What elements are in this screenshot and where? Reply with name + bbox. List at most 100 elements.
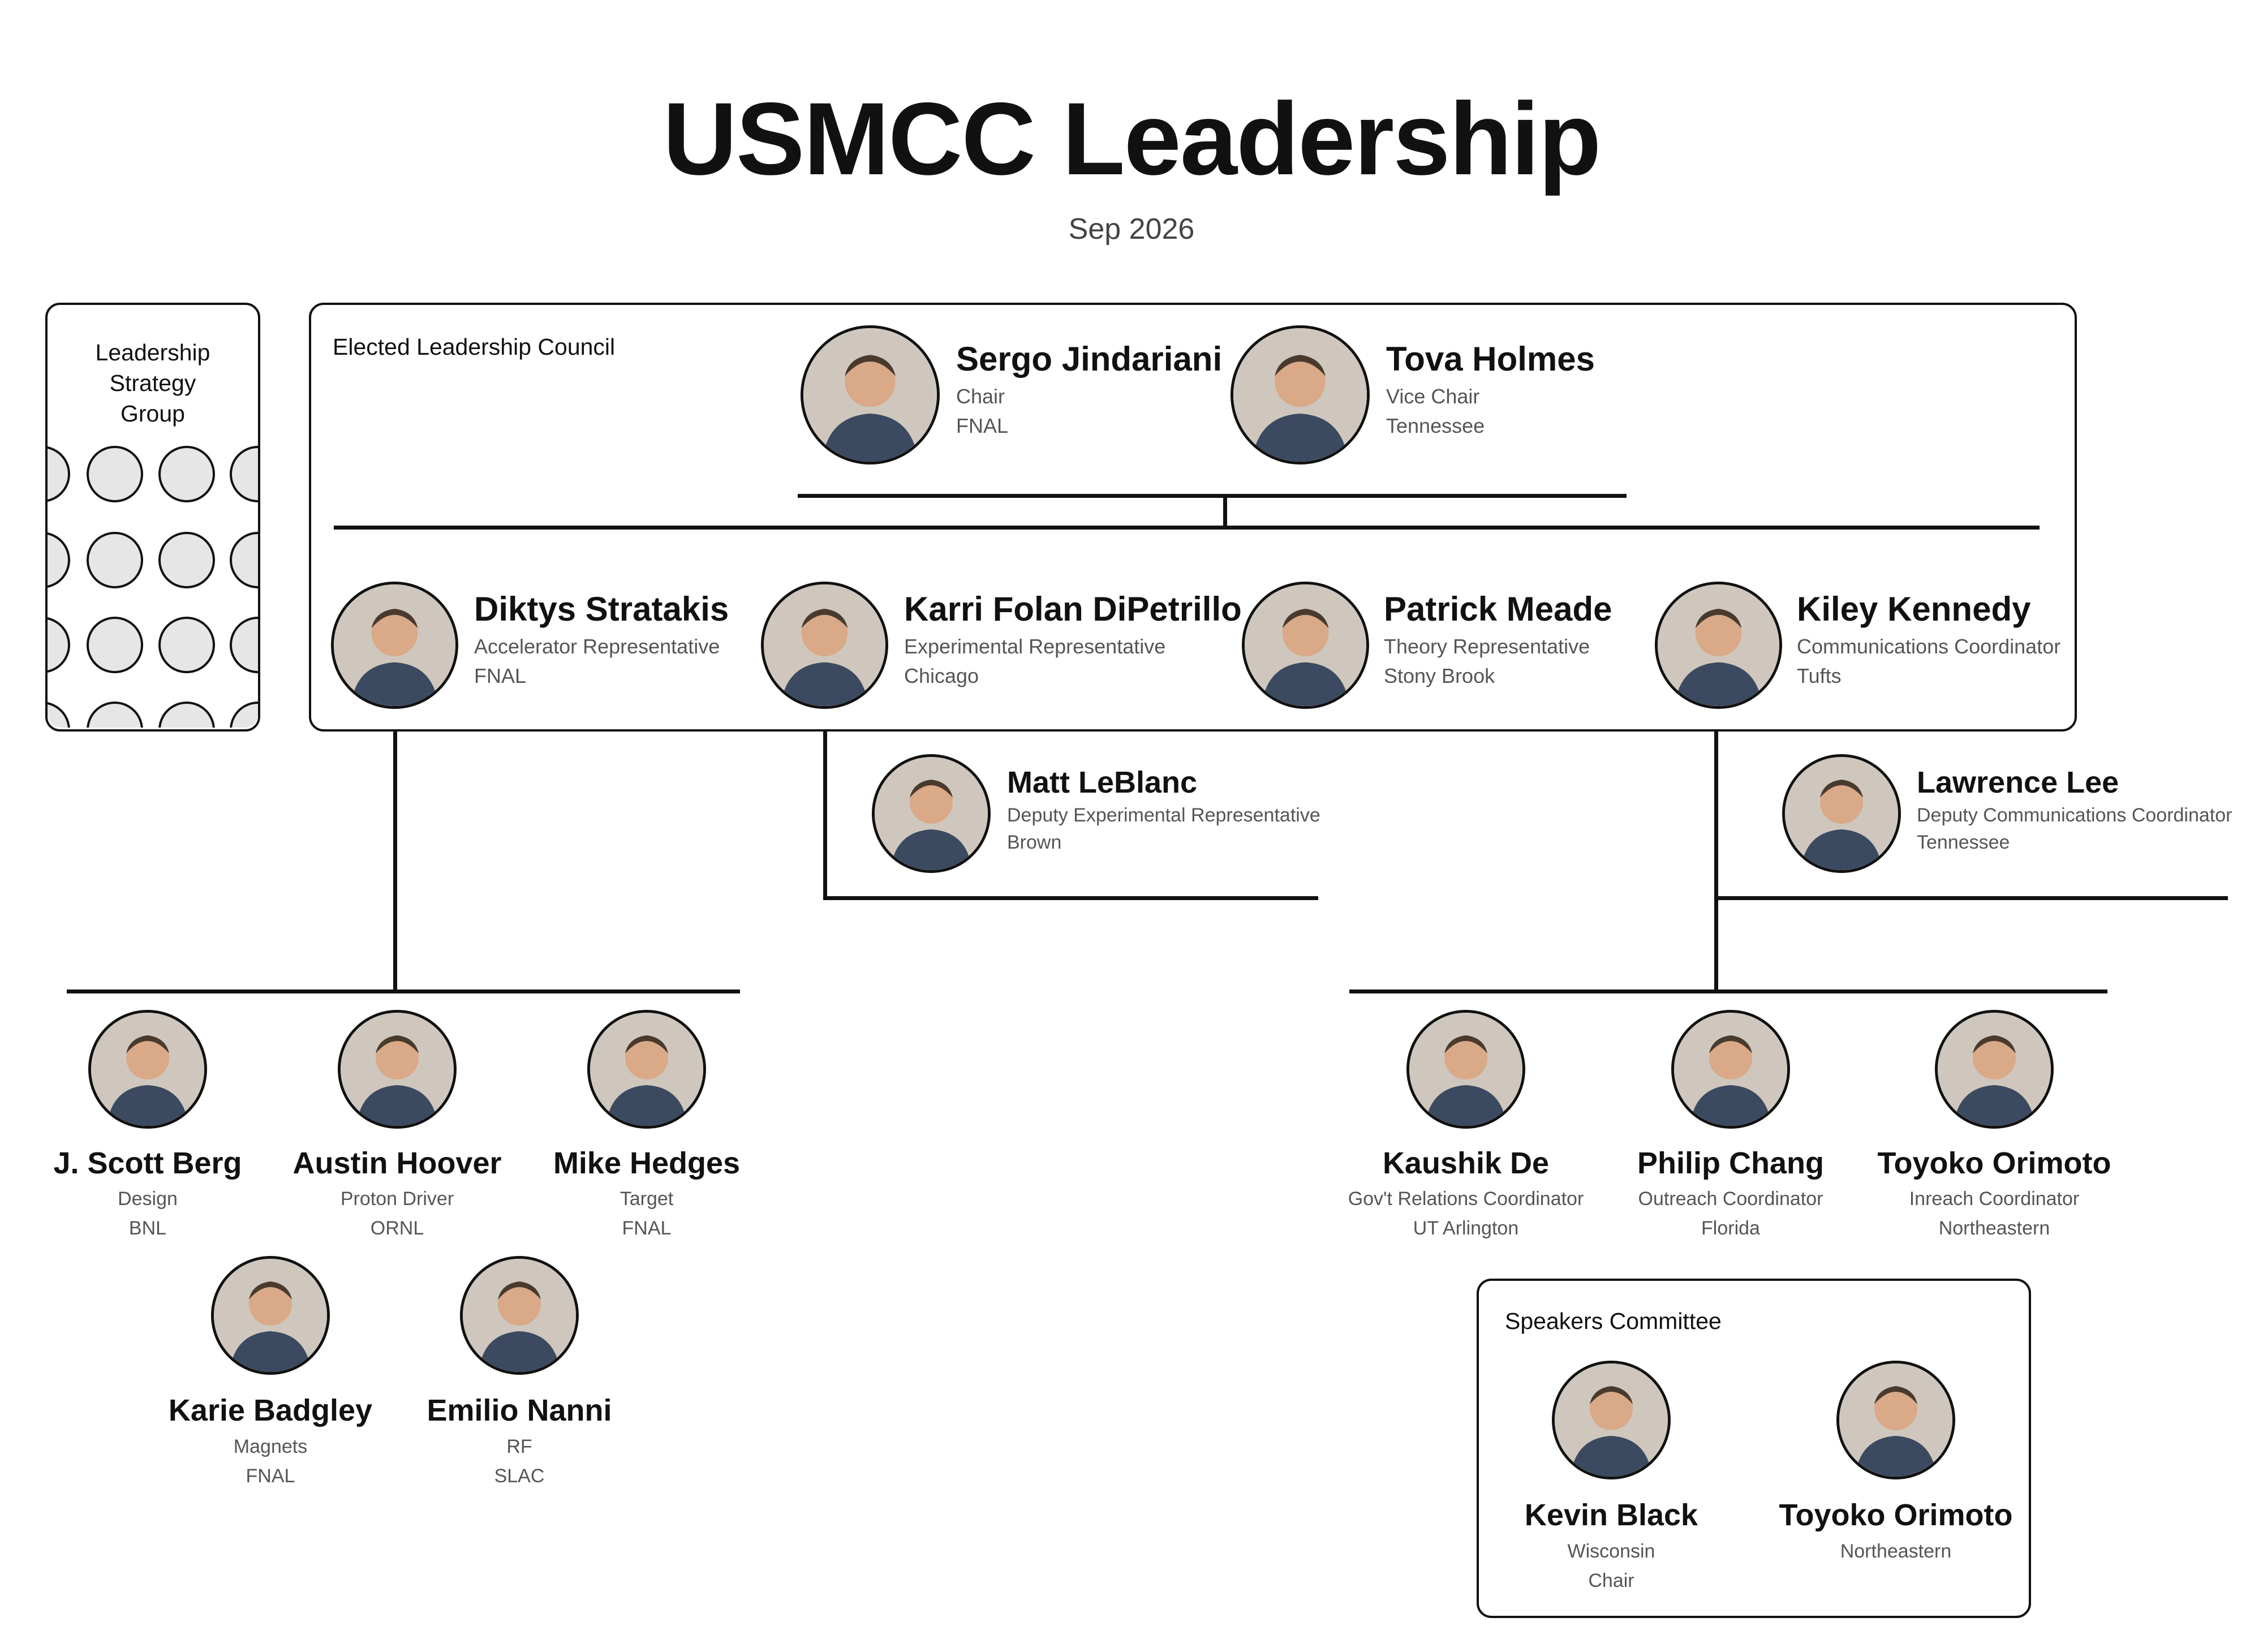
person-avatar-icon <box>803 328 937 462</box>
vice-chair-avatar <box>1231 325 1370 464</box>
deputy-institution: Brown <box>1007 832 1062 853</box>
team-avatar <box>88 1010 207 1129</box>
team-member-institution: UT Arlington <box>1413 1218 1519 1239</box>
team-member-institution: Northeastern <box>1938 1218 2050 1239</box>
person-avatar-icon <box>341 1013 454 1126</box>
team-member-institution: ORNL <box>370 1218 424 1239</box>
team-member-name: Emilio Nanni <box>427 1393 612 1427</box>
member-role: Accelerator Representative <box>474 635 720 658</box>
team-member-role: RF <box>506 1436 532 1457</box>
team-member-institution: FNAL <box>622 1218 672 1239</box>
member-avatar <box>1242 582 1369 709</box>
member-name: Kiley Kennedy <box>1797 590 2031 628</box>
person-avatar-icon <box>1839 1363 1952 1477</box>
member-institution: Chicago <box>904 664 979 687</box>
placeholder-circle <box>230 617 258 673</box>
chair-institution: FNAL <box>956 414 1009 437</box>
team-member-role: Proton Driver <box>340 1188 454 1210</box>
team-member-role: Design <box>118 1188 178 1210</box>
placeholder-circle <box>48 446 70 502</box>
deputy-role: Deputy Communications Coordinator <box>1917 805 2232 826</box>
lsg-label-line-2: Strategy <box>109 370 196 396</box>
person-avatar-icon <box>1658 584 1779 706</box>
team-member-role: Inreach Coordinator <box>1909 1188 2080 1210</box>
placeholder-circle <box>230 702 258 728</box>
person-avatar-icon <box>1555 1363 1668 1477</box>
person-avatar-icon <box>1785 757 1898 870</box>
experimental-deputy-line <box>823 896 1318 900</box>
council-divider-line <box>334 526 2040 530</box>
team-member-role: Target <box>619 1188 674 1210</box>
member-avatar <box>761 582 888 709</box>
person-avatar-icon <box>1674 1013 1787 1126</box>
placeholder-circle <box>48 532 70 588</box>
person-avatar-icon <box>875 757 988 870</box>
person-avatar-icon <box>334 584 455 706</box>
person-avatar-icon <box>590 1013 703 1126</box>
experimental-deputy-stem-line <box>823 732 827 900</box>
page-date: Sep 2026 <box>1068 213 1195 246</box>
member-institution: Tufts <box>1797 664 1842 687</box>
placeholder-circle <box>87 532 143 588</box>
team-avatar <box>460 1256 579 1375</box>
person-avatar-icon <box>91 1013 204 1126</box>
team-avatar <box>1671 1010 1790 1129</box>
team-member-name: Austin Hoover <box>292 1146 502 1180</box>
placeholder-circle <box>158 532 215 588</box>
speaker-name: Toyoko Orimoto <box>1779 1498 2013 1532</box>
lsg-label: Leadership Strategy Group <box>48 337 258 429</box>
lsg-label-line-3: Group <box>121 401 185 427</box>
team-member-name: J. Scott Berg <box>53 1146 242 1180</box>
team-member-role: Magnets <box>233 1436 308 1457</box>
vice-chair-name: Tova Holmes <box>1386 340 1595 378</box>
vice-chair-role: Vice Chair <box>1386 385 1480 408</box>
team-member-institution: SLAC <box>494 1465 545 1487</box>
communications-stem-line <box>1714 732 1718 993</box>
team-member-name: Toyoko Orimoto <box>1877 1146 2111 1180</box>
leadership-strategy-group-box <box>45 303 260 732</box>
team-member-role: Outreach Coordinator <box>1638 1188 1823 1210</box>
chairs-stem-line <box>1223 494 1227 528</box>
member-role: Communications Coordinator <box>1797 635 2061 658</box>
deputy-role: Deputy Experimental Representative <box>1007 805 1320 826</box>
team-avatar <box>1406 1010 1525 1129</box>
placeholder-circle <box>87 702 143 728</box>
placeholder-circle <box>87 617 143 673</box>
placeholder-circle <box>48 702 70 728</box>
page-title: USMCC Leadership <box>662 81 1602 196</box>
speaker-institution: Wisconsin <box>1567 1541 1655 1562</box>
person-avatar-icon <box>214 1259 327 1372</box>
team-avatar <box>338 1010 457 1129</box>
team-member-name: Philip Chang <box>1637 1146 1824 1180</box>
placeholder-circle <box>230 446 258 502</box>
deputy-name: Matt LeBlanc <box>1007 765 1198 799</box>
person-avatar-icon <box>764 584 885 706</box>
vice-chair-institution: Tennessee <box>1386 414 1485 437</box>
speakers-committee-label: Speakers Committee <box>1505 1308 1722 1334</box>
council-label: Elected Leadership Council <box>333 334 616 360</box>
person-avatar-icon <box>1938 1013 2051 1126</box>
member-institution: Stony Brook <box>1384 664 1495 687</box>
speaker-avatar <box>1836 1361 1955 1479</box>
team-member-institution: FNAL <box>246 1465 295 1487</box>
person-avatar-icon <box>1409 1013 1522 1126</box>
team-avatar <box>211 1256 330 1375</box>
chair-avatar <box>801 325 940 464</box>
accelerator-team-line <box>67 990 740 993</box>
chairs-connector-line <box>798 494 1627 498</box>
member-name: Diktys Stratakis <box>474 590 729 628</box>
deputy-name: Lawrence Lee <box>1917 765 2119 799</box>
placeholder-circle <box>48 617 70 673</box>
team-avatar <box>587 1010 706 1129</box>
accelerator-stem-line <box>393 732 397 993</box>
team-member-role: Gov't Relations Coordinator <box>1348 1188 1584 1210</box>
speaker-avatar <box>1552 1361 1671 1479</box>
member-institution: FNAL <box>474 664 527 687</box>
team-member-institution: Florida <box>1701 1218 1760 1239</box>
team-avatar <box>1935 1010 2054 1129</box>
person-avatar-icon <box>1245 584 1366 706</box>
person-avatar-icon <box>463 1259 576 1372</box>
communications-deputy-line <box>1714 896 2228 900</box>
lsg-label-line-1: Leadership <box>95 339 210 365</box>
placeholder-circle <box>230 532 258 588</box>
